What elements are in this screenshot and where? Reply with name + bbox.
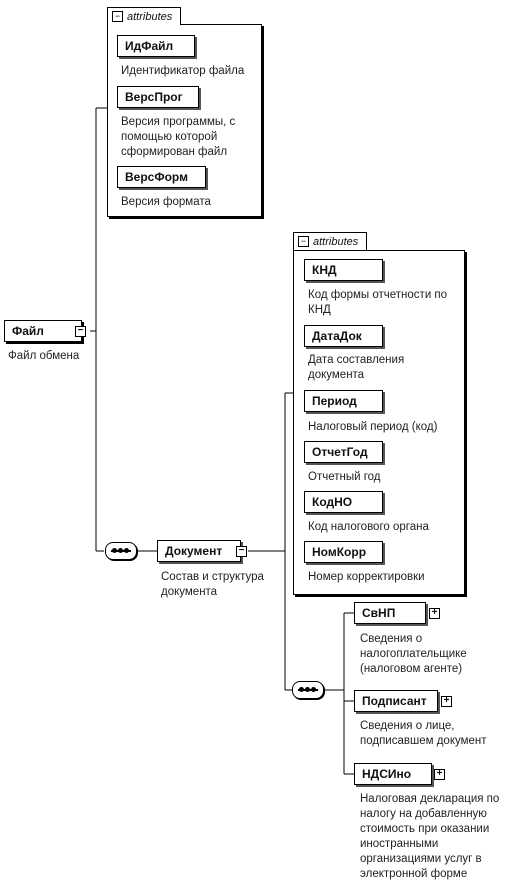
attr-knd-desc: Код формы отчетности по КНД (308, 289, 448, 316)
attr-versform[interactable]: ВерсФорм (117, 166, 206, 188)
root-element-file[interactable]: Файл (4, 320, 82, 342)
attr-otchetgod[interactable]: ОтчетГод (304, 441, 383, 463)
element-podpisant[interactable]: Подписант (354, 690, 438, 712)
sequence-compositor-icon[interactable] (105, 542, 137, 560)
attr-versprog-desc: Версия программы, с помощью которой сфор… (121, 116, 236, 158)
collapse-icon[interactable]: − (298, 236, 309, 247)
element-document-desc: Состав и структура документа (161, 571, 264, 598)
attr-kodno-desc: Код налогового органа (308, 521, 429, 533)
element-podpisant-desc: Сведения о лице, подписавшем документ (360, 720, 487, 747)
attr-versprog[interactable]: ВерсПрог (117, 86, 199, 108)
element-ndsino-desc: Налоговая декларация по налогу на добавл… (360, 793, 500, 880)
attr-idfile[interactable]: ИдФайл (117, 35, 195, 57)
attr-nomkorr-desc: Номер корректировки (308, 571, 425, 583)
attr-versform-desc: Версия формата (121, 196, 211, 208)
element-svnp[interactable]: СвНП (354, 602, 426, 624)
document-attributes-tab[interactable]: − attributes (293, 232, 367, 250)
attr-knd[interactable]: КНД (304, 259, 383, 281)
element-ndsino[interactable]: НДСИно (354, 763, 432, 785)
expand-icon[interactable]: + (441, 696, 452, 707)
attributes-label: attributes (313, 235, 359, 248)
root-element-desc: Файл обмена (8, 350, 80, 362)
attributes-label: attributes (127, 10, 173, 23)
collapse-icon[interactable]: − (75, 326, 86, 337)
file-attributes-tab[interactable]: − attributes (107, 7, 181, 25)
sequence-compositor-icon[interactable] (292, 681, 324, 699)
element-document[interactable]: Документ (157, 540, 241, 562)
attr-nomkorr[interactable]: НомКорр (304, 541, 383, 563)
collapse-icon[interactable]: − (236, 546, 247, 557)
expand-icon[interactable]: + (434, 769, 445, 780)
attr-datadok[interactable]: ДатаДок (304, 325, 383, 347)
attr-kodno[interactable]: КодНО (304, 491, 383, 513)
expand-icon[interactable]: + (429, 608, 440, 619)
element-svnp-desc: Сведения о налогоплательщике (налоговом … (360, 633, 467, 675)
document-attributes-group (293, 250, 465, 595)
attr-period-desc: Налоговый период (код) (308, 421, 438, 433)
collapse-icon[interactable]: − (112, 11, 123, 22)
attr-period[interactable]: Период (304, 390, 383, 412)
attr-idfile-desc: Идентификатор файла (121, 65, 245, 77)
attr-datadok-desc: Дата составления документа (308, 354, 405, 381)
attr-otchetgod-desc: Отчетный год (308, 471, 381, 483)
